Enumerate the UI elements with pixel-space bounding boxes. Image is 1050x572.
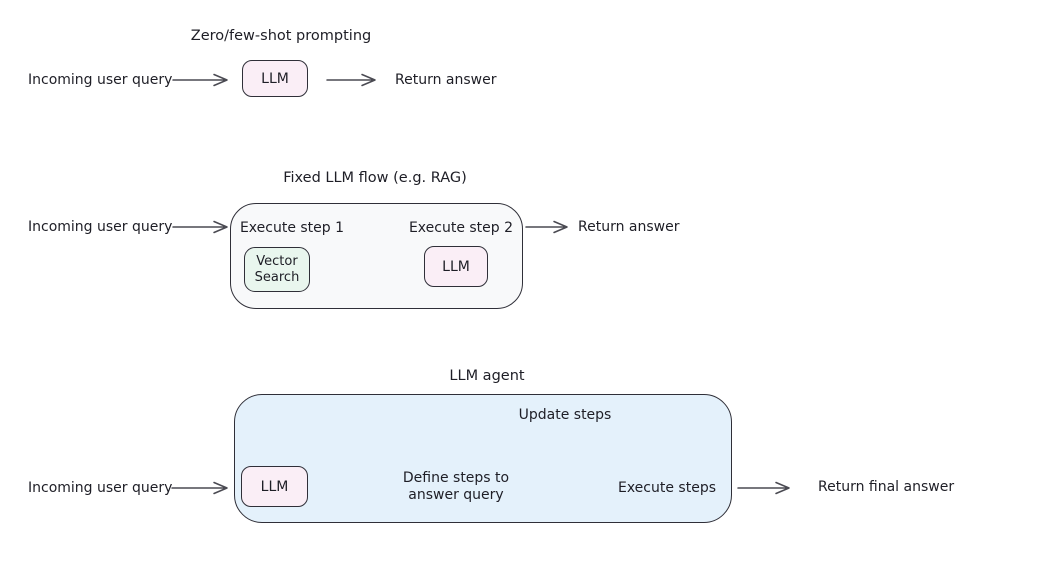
llm-node: LLM	[424, 246, 488, 287]
vector-search-node: Vector Search	[244, 247, 310, 292]
llm-node: LLM	[241, 466, 308, 507]
llm-node: LLM	[242, 60, 308, 97]
arrow-query-to-flow-2	[172, 220, 228, 234]
define-steps-label: Define steps to answer query	[402, 470, 510, 503]
step1-label: Execute step 1	[239, 220, 345, 236]
arrow-query-to-llm-1	[172, 73, 228, 87]
output-label: Return answer	[578, 219, 680, 235]
step2-label: Execute step 2	[408, 220, 514, 236]
arrow-agent-to-answer-3	[737, 481, 790, 495]
agent-container	[234, 394, 732, 523]
section-title: Zero/few-shot prompting	[190, 28, 372, 44]
input-label: Incoming user query	[28, 219, 173, 235]
input-label: Incoming user query	[28, 480, 173, 496]
arrow-llm-to-answer-1	[326, 73, 376, 87]
update-steps-label: Update steps	[518, 407, 612, 423]
execute-steps-label: Execute steps	[617, 480, 716, 496]
arrow-flow-to-answer-2	[525, 220, 568, 234]
section-title: LLM agent	[449, 368, 525, 384]
section-title: Fixed LLM flow (e.g. RAG)	[283, 170, 467, 186]
input-label: Incoming user query	[28, 72, 173, 88]
output-label: Return final answer	[818, 479, 955, 495]
output-label: Return answer	[395, 72, 497, 88]
arrow-query-to-agent-3	[171, 481, 228, 495]
